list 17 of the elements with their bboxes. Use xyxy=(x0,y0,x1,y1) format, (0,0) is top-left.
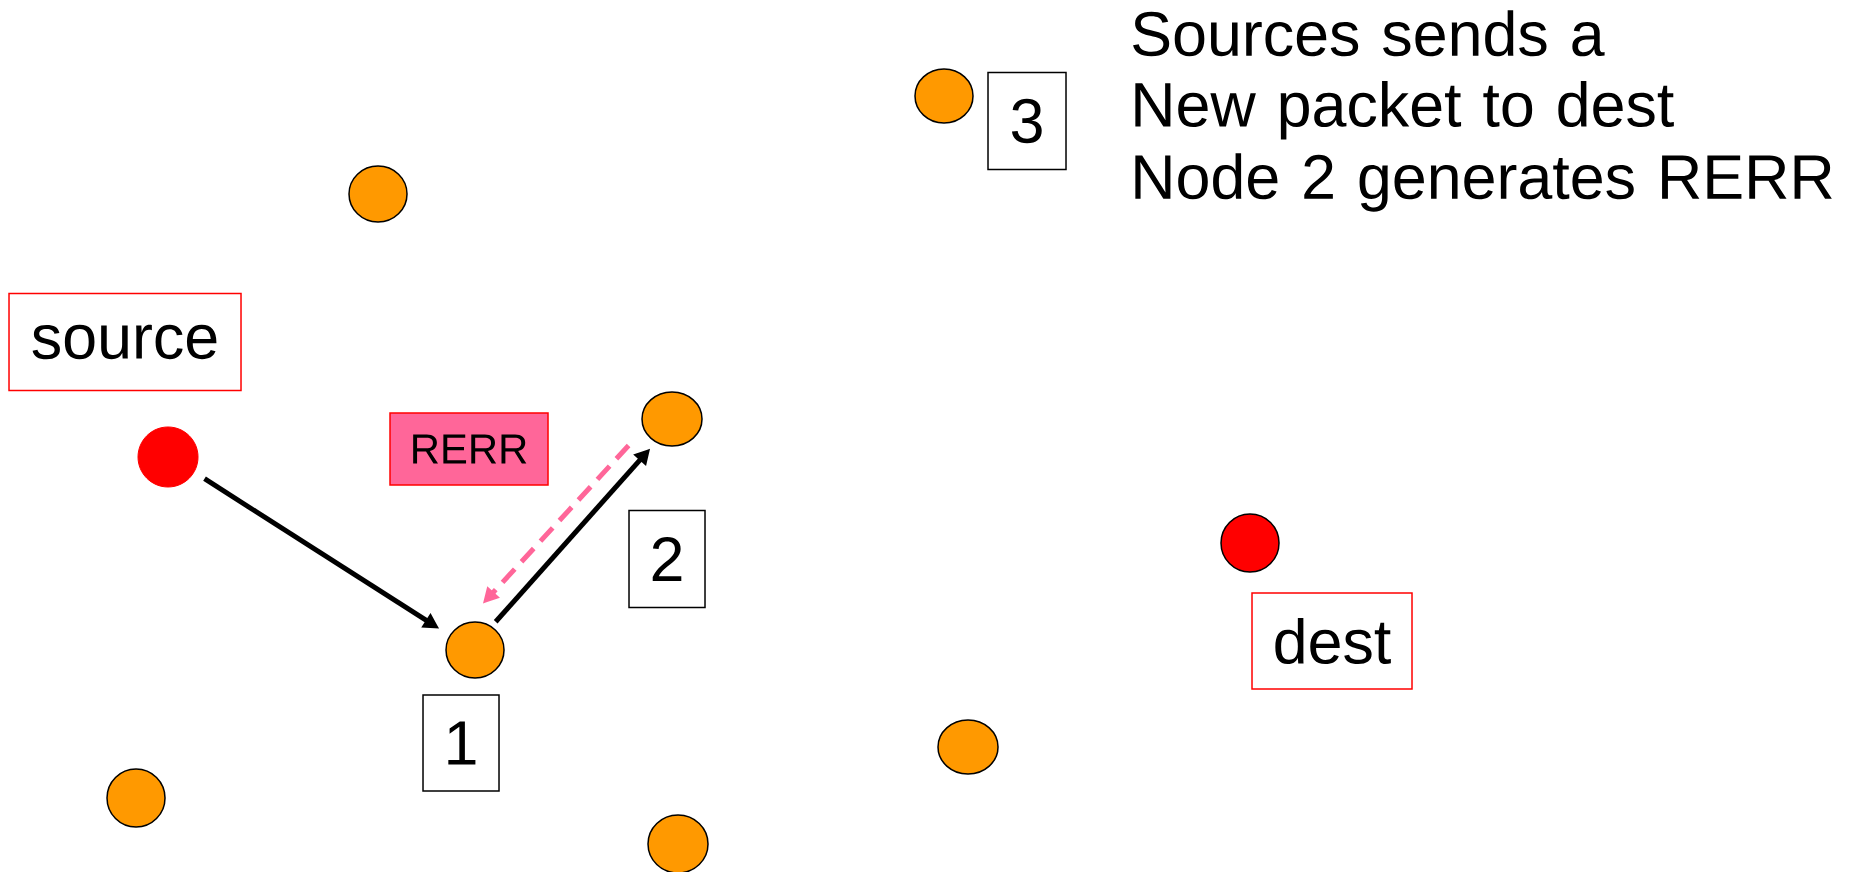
node-circle xyxy=(937,719,999,775)
label-box: source xyxy=(8,292,242,392)
label-box: RERR xyxy=(389,412,549,486)
node-circle xyxy=(1220,513,1280,573)
node-circle xyxy=(106,768,166,828)
number-box: 3 xyxy=(987,71,1067,171)
node-circle xyxy=(914,68,974,124)
number-box: 2 xyxy=(628,509,706,609)
node-circle xyxy=(348,165,408,223)
node-circle xyxy=(641,391,703,447)
note-text: Node 2 generates RERR xyxy=(1135,153,1832,212)
note-text: Sources sends a New packet to dest xyxy=(1133,10,1674,140)
label-box: dest xyxy=(1251,592,1413,690)
node-circle xyxy=(445,621,505,679)
node-circle xyxy=(137,426,199,488)
number-box: 1 xyxy=(422,694,500,792)
node-circle xyxy=(647,814,709,872)
